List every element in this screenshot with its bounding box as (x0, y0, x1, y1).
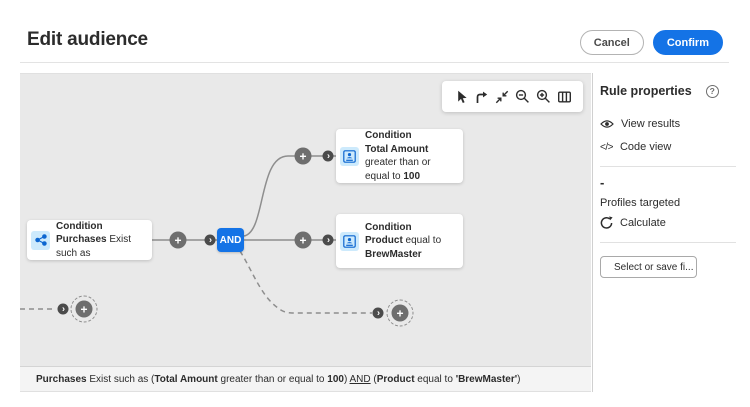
add-condition-placeholder[interactable]: + (386, 299, 414, 327)
event-icon (340, 231, 359, 251)
rule-builder-canvas[interactable]: Condition Purchases Exist such as AND Co… (20, 73, 591, 392)
select-tool-icon[interactable] (452, 88, 469, 105)
cancel-button[interactable]: Cancel (579, 30, 644, 55)
view-results-link[interactable]: View results (600, 118, 736, 130)
event-icon (340, 146, 359, 166)
rule-summary-bar: Purchases Exist such as (Total Amount gr… (20, 366, 591, 391)
condition-title: Condition (56, 220, 103, 232)
share-icon (31, 230, 50, 250)
code-icon: </> (600, 141, 613, 153)
zoom-out-icon[interactable] (514, 88, 531, 105)
and-operator-node[interactable]: AND (217, 228, 244, 252)
condition-node-total-amount[interactable]: Condition Total Amount greater than or e… (336, 129, 463, 183)
chevron-connector-icon[interactable]: › (322, 150, 334, 162)
panel-divider (600, 242, 736, 243)
profiles-targeted-label: Profiles targeted (600, 197, 681, 209)
profiles-count: - (600, 175, 605, 190)
auto-layout-icon[interactable] (473, 88, 490, 105)
chevron-connector-icon[interactable]: › (204, 234, 216, 246)
condition-title: Condition (365, 130, 412, 141)
condition-node-purchases[interactable]: Condition Purchases Exist such as (27, 220, 152, 260)
page-title: Edit audience (27, 29, 148, 50)
condition-description: Purchases Exist such as (56, 234, 132, 259)
help-icon[interactable]: ? (705, 84, 719, 98)
eye-icon (600, 120, 614, 128)
code-view-link[interactable]: </> Code view (600, 141, 672, 153)
rule-properties-panel: Rule properties ? View results </> Code … (592, 73, 750, 392)
panel-divider (600, 166, 736, 167)
refresh-icon (600, 216, 613, 229)
condition-node-product[interactable]: Condition Product equal to BrewMaster (336, 214, 463, 268)
chevron-connector-icon[interactable]: › (57, 303, 69, 315)
add-node-button[interactable]: + (75, 300, 93, 318)
panel-title: Rule properties (600, 84, 692, 98)
header-divider (20, 62, 729, 63)
add-node-button[interactable]: + (169, 231, 187, 249)
add-node-button[interactable]: + (294, 147, 312, 165)
minimap-icon[interactable] (556, 88, 573, 105)
chevron-connector-icon[interactable]: › (322, 234, 334, 246)
condition-description: Total Amount greater than or equal to 10… (365, 143, 431, 182)
zoom-in-icon[interactable] (535, 88, 552, 105)
confirm-button[interactable]: Confirm (652, 30, 723, 55)
add-node-button[interactable]: + (294, 231, 312, 249)
calculate-link[interactable]: Calculate (600, 216, 736, 229)
rule-summary-text: Purchases Exist such as (Total Amount gr… (36, 373, 521, 385)
canvas-toolbar (442, 81, 583, 112)
collapse-icon[interactable] (494, 88, 511, 105)
condition-title: Condition (365, 221, 412, 233)
select-or-save-filters-button[interactable]: Select or save fi... (600, 256, 697, 278)
add-condition-placeholder[interactable]: + (70, 295, 98, 323)
add-node-button[interactable]: + (391, 304, 409, 322)
chevron-connector-icon[interactable]: › (372, 307, 384, 319)
header-actions: Cancel Confirm (579, 30, 723, 55)
condition-description: Product equal to BrewMaster (365, 235, 442, 260)
